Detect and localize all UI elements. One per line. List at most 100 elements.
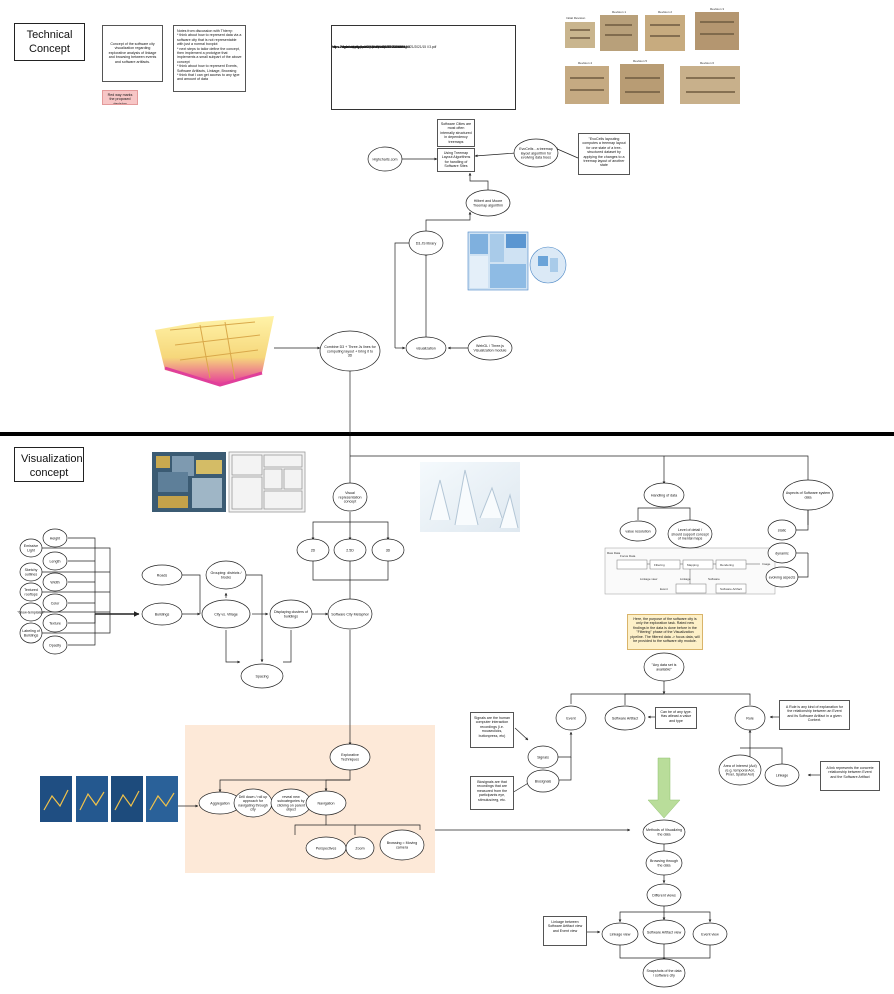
node-visualization[interactable]: visualization [405, 336, 447, 360]
link-4[interactable]: https://searcialdaily.com/D-d3/treemap/2… [332, 45, 406, 49]
node-2d-shape[interactable] [296, 538, 330, 562]
node-software-artifact-shape[interactable] [604, 705, 646, 731]
node-d3-library-shape[interactable] [408, 230, 444, 256]
node-texture-shape[interactable] [42, 613, 68, 633]
node-browsing-moving-camera-shape[interactable] [379, 829, 425, 861]
node-opacity[interactable]: Opacity [42, 635, 68, 655]
node-width-shape[interactable] [42, 572, 68, 592]
node-width[interactable]: Width [42, 572, 68, 592]
node-glow-templates-shape[interactable] [19, 602, 43, 622]
node-labeling-buildings-shape[interactable] [19, 622, 43, 644]
node-roads[interactable]: Roads [141, 564, 183, 586]
node-evolving-aspects-shape[interactable] [765, 566, 799, 588]
node-3d-shape[interactable] [371, 538, 405, 562]
node-height[interactable]: Height [42, 528, 68, 548]
node-visual-representation-shape[interactable] [332, 482, 368, 512]
node-linkage[interactable]: Linkage [764, 763, 800, 787]
node-hilbert-shape[interactable] [465, 189, 511, 217]
node-color[interactable]: Color [42, 593, 68, 613]
node-city-vs-village-shape[interactable] [201, 599, 251, 629]
node-zoom-shape[interactable] [345, 836, 375, 860]
node-linkage-shape[interactable] [764, 763, 800, 787]
node-software-artifact-view-shape[interactable] [642, 919, 686, 945]
node-combine-d3-three-shape[interactable] [319, 330, 381, 372]
node-evolving-aspects[interactable]: evolving aspects [765, 566, 799, 588]
node-software-artifact[interactable]: Software Artifact [604, 705, 646, 731]
node-webgl-shape[interactable] [467, 335, 513, 361]
node-length-shape[interactable] [42, 551, 68, 571]
node-different-views[interactable]: Different views [646, 883, 682, 907]
node-different-views-shape[interactable] [646, 883, 682, 907]
node-software-artifact-view[interactable]: Software Artifact view [642, 919, 686, 945]
node-city-vs-village[interactable]: City vs. Village [201, 599, 251, 629]
node-linkage-view[interactable]: Linkage view [601, 922, 639, 946]
node-aspects-software-data-shape[interactable] [782, 479, 834, 511]
node-navigation-shape[interactable] [305, 790, 347, 816]
node-area-of-interest[interactable]: Area of Interest (AoI)(e.g. temporal AoI… [718, 754, 762, 786]
node-navigation[interactable]: Navigation [305, 790, 347, 816]
node-glow-templates[interactable]: "Glow-templates" [17, 602, 45, 622]
link-3[interactable]: https://d.acm.org/doi/pdf/10.1145/340028… [332, 45, 405, 49]
node-highcharts[interactable]: Highcharts.com [367, 146, 403, 172]
node-methods-visualizing-shape[interactable] [642, 819, 686, 845]
node-event-shape[interactable] [555, 705, 587, 731]
node-textured-rooftops-shape[interactable] [19, 582, 43, 602]
node-length[interactable]: Length [42, 551, 68, 571]
node-snapshots-shape[interactable] [642, 958, 686, 988]
node-texture[interactable]: Texture [42, 613, 68, 633]
node-static[interactable]: static [767, 519, 797, 541]
node-grouping-shape[interactable] [205, 560, 247, 590]
node-dynamic[interactable]: dynamic [767, 542, 797, 564]
node-event-view-shape[interactable] [692, 922, 728, 946]
node-zoom[interactable]: Zoom [345, 836, 375, 860]
node-value-resolution-shape[interactable] [619, 520, 657, 542]
node-signals[interactable]: Signals [527, 745, 559, 769]
node-value-resolution[interactable]: value resolution [619, 520, 657, 542]
node-event[interactable]: Event [555, 705, 587, 731]
node-2-5d-shape[interactable] [333, 538, 367, 562]
node-snapshots[interactable]: Snapshots of the data/ software city [642, 958, 686, 988]
link-2[interactable]: https://dlgib.acy.org/datastream/handle/… [332, 45, 437, 49]
node-software-city-metaphor[interactable]: Software City Metaphor [327, 598, 373, 630]
node-grouping[interactable]: Grouping: districts /blocks [205, 560, 247, 590]
node-spacing[interactable]: Spacing [240, 663, 284, 689]
node-linkage-view-shape[interactable] [601, 922, 639, 946]
node-handling-of-data[interactable]: Handling of data [643, 482, 685, 508]
node-level-of-detail-shape[interactable] [667, 519, 713, 549]
node-2-5d[interactable]: 2.5D [333, 538, 367, 562]
node-3d[interactable]: 3D [371, 538, 405, 562]
node-highcharts-shape[interactable] [367, 146, 403, 172]
node-spacing-shape[interactable] [240, 663, 284, 689]
node-static-shape[interactable] [767, 519, 797, 541]
node-signals-shape[interactable] [527, 745, 559, 769]
node-software-city-metaphor-shape[interactable] [327, 598, 373, 630]
node-event-view[interactable]: Event view [692, 922, 728, 946]
node-biosignals[interactable]: Biosignals [526, 769, 560, 793]
node-height-shape[interactable] [42, 528, 68, 548]
node-visualization-shape[interactable] [405, 336, 447, 360]
node-rule-shape[interactable] [734, 705, 766, 731]
node-color-shape[interactable] [42, 593, 68, 613]
node-buildings[interactable]: Buildings [141, 602, 183, 626]
node-biosignals-shape[interactable] [526, 769, 560, 793]
node-emissive-light-shape[interactable] [19, 538, 43, 558]
